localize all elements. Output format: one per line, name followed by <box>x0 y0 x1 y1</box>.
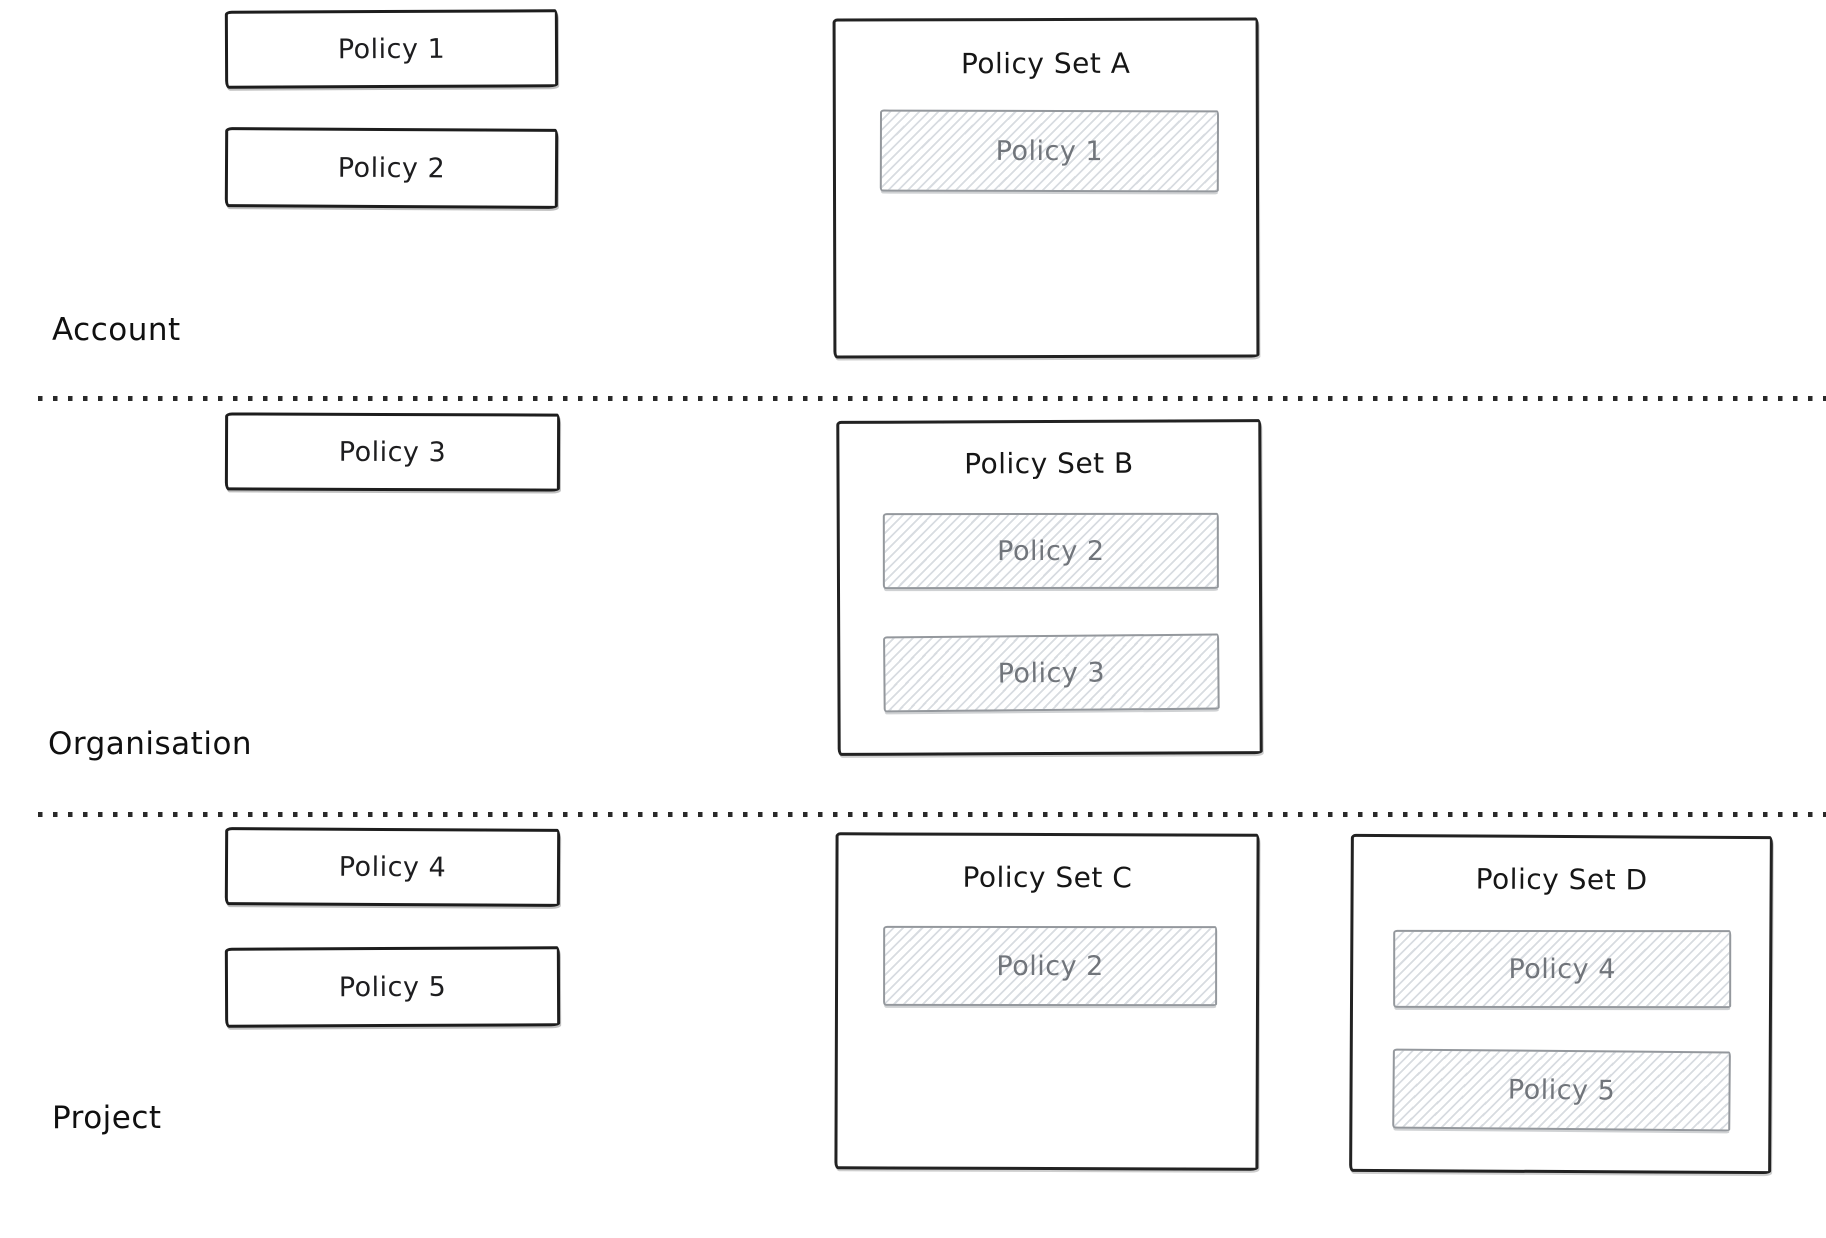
policy-set-c: Policy Set C Policy 2 <box>834 832 1260 1171</box>
policy-set-b-member-label: Policy 3 <box>997 657 1106 689</box>
policy-2-card: Policy 2 <box>224 127 559 209</box>
policy-set-a-title: Policy Set A <box>960 46 1131 81</box>
policy-set-b: Policy Set B Policy 2 Policy 3 <box>836 419 1263 756</box>
policy-set-b-member-label: Policy 2 <box>997 535 1105 567</box>
tier-label-project: Project <box>52 1100 162 1136</box>
policy-set-c-title: Policy Set C <box>962 860 1133 895</box>
policy-set-b-title: Policy Set B <box>964 446 1134 481</box>
policy-1-card: Policy 1 <box>224 9 559 89</box>
policy-5-label: Policy 5 <box>338 971 447 1003</box>
policy-2-label: Policy 2 <box>337 152 446 184</box>
policy-set-c-member-policy-2: Policy 2 <box>883 925 1218 1007</box>
policy-set-b-member-policy-3: Policy 3 <box>883 633 1220 713</box>
policy-set-b-member-policy-2: Policy 2 <box>882 512 1219 590</box>
policy-set-d: Policy Set D Policy 4 Policy 5 <box>1349 833 1773 1175</box>
policy-4-label: Policy 4 <box>338 851 447 883</box>
policy-1-label: Policy 1 <box>337 33 446 65</box>
policy-set-a: Policy Set A Policy 1 <box>832 17 1260 359</box>
policy-set-d-member-policy-4: Policy 4 <box>1393 929 1732 1009</box>
policy-3-label: Policy 3 <box>338 436 447 468</box>
policy-set-d-member-label: Policy 5 <box>1507 1074 1616 1106</box>
divider-account-organisation <box>38 396 1826 401</box>
tier-label-account: Account <box>52 312 181 348</box>
policy-set-d-member-label: Policy 4 <box>1508 953 1616 985</box>
divider-organisation-project <box>38 812 1826 817</box>
policy-set-a-member-policy-1: Policy 1 <box>879 109 1220 193</box>
policy-4-card: Policy 4 <box>224 827 561 907</box>
tier-label-organisation: Organisation <box>48 726 253 762</box>
policy-set-a-member-label: Policy 1 <box>995 135 1104 167</box>
policy-5-card: Policy 5 <box>224 946 561 1028</box>
policy-set-d-member-policy-5: Policy 5 <box>1392 1048 1731 1132</box>
policy-set-d-title: Policy Set D <box>1475 862 1648 897</box>
policy-set-c-member-label: Policy 2 <box>996 950 1104 982</box>
policy-3-card: Policy 3 <box>224 412 561 492</box>
